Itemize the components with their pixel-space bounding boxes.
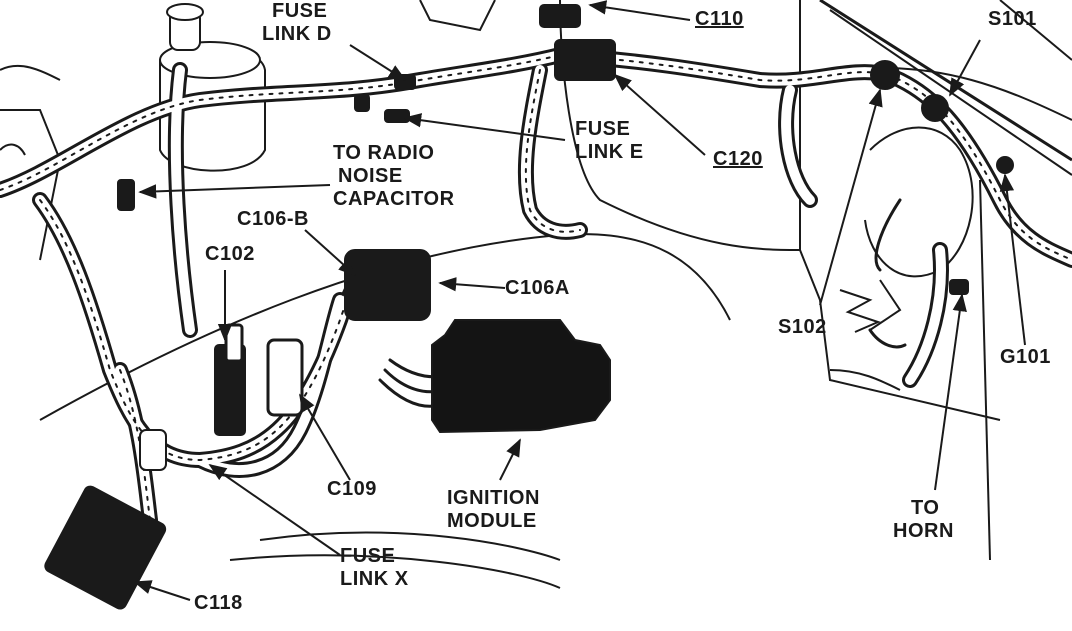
label-g101: G101 — [1000, 346, 1051, 369]
leader-arrows — [133, 0, 1026, 601]
label-c118-text: C118 — [194, 592, 243, 614]
label-c109-text: C109 — [327, 478, 377, 500]
label-fuse-link-e-line2: LINK E — [575, 141, 644, 163]
label-fuse-link-e-line1: FUSE — [575, 118, 631, 140]
label-to-radio-line3: CAPACITOR — [333, 188, 455, 210]
label-fuse-link-d-line1: FUSE — [272, 0, 328, 22]
label-c120: C120 — [713, 148, 763, 171]
label-ignition-module: IGNITION MODULE — [447, 487, 540, 533]
ignition-module-shape — [431, 319, 611, 434]
label-c106a: C106A — [505, 277, 570, 300]
label-to-horn: TO HORN — [893, 497, 954, 543]
label-ignition-line1: IGNITION — [447, 487, 540, 509]
label-g101-text: G101 — [1000, 346, 1051, 368]
label-c102: C102 — [205, 243, 255, 266]
label-s102: S102 — [778, 316, 827, 339]
label-to-radio-noise-capacitor: TO RADIO NOISE CAPACITOR — [333, 142, 455, 211]
label-to-horn-line1: TO — [911, 497, 940, 519]
label-c106b-text: C106-B — [237, 208, 309, 230]
label-s101: S101 — [988, 8, 1037, 31]
label-c118: C118 — [194, 592, 243, 615]
label-to-horn-line2: HORN — [893, 520, 954, 542]
label-s102-text: S102 — [778, 316, 827, 338]
label-c106b: C106-B — [237, 208, 309, 231]
label-c110-text: C110 — [695, 8, 744, 30]
label-c120-text: C120 — [713, 148, 763, 170]
label-ignition-line2: MODULE — [447, 510, 537, 532]
label-fuse-link-x-line1: FUSE — [340, 545, 396, 567]
label-c102-text: C102 — [205, 243, 255, 265]
label-to-radio-line1: TO RADIO — [333, 142, 435, 164]
connector-shapes — [44, 4, 1014, 610]
label-fuse-link-e: FUSE LINK E — [575, 118, 644, 164]
label-to-radio-line2: NOISE — [338, 165, 403, 187]
label-fuse-link-d-line2: LINK D — [262, 23, 332, 45]
label-fuse-link-d: FUSE LINK D — [262, 0, 332, 46]
label-c110: C110 — [695, 8, 744, 31]
label-fuse-link-x: FUSE LINK X — [340, 545, 409, 591]
label-fuse-link-x-line2: LINK X — [340, 568, 409, 590]
connector-c109-outline — [224, 323, 304, 417]
label-c109: C109 — [327, 478, 377, 501]
label-s101-text: S101 — [988, 8, 1037, 30]
s102-zigzag — [839, 289, 881, 333]
label-c106a-text: C106A — [505, 277, 570, 299]
